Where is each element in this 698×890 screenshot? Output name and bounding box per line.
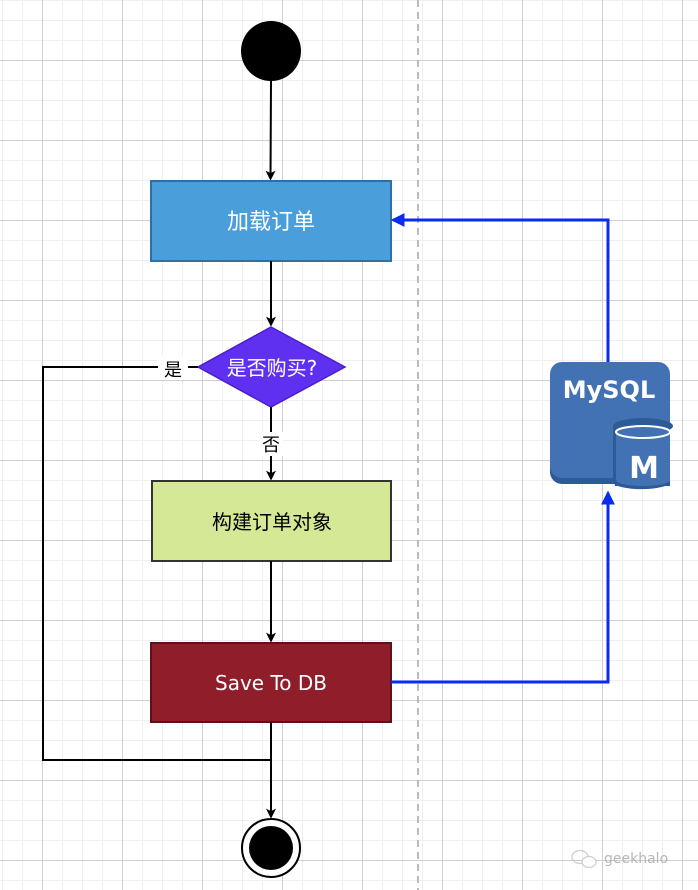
no-label-bg: [259, 432, 283, 456]
edge-yes-branch: [42, 366, 271, 761]
build-order-node[interactable]: 构建订单对象: [151, 480, 392, 562]
wechat-icon: [571, 849, 597, 869]
watermark-text: geekhalo: [604, 851, 668, 867]
yes-label: 是: [164, 360, 182, 381]
edge-mysql-to-load: [390, 213, 610, 362]
watermark: geekhalo: [571, 849, 668, 869]
end-node[interactable]: [241, 818, 301, 878]
no-label: 否: [262, 435, 280, 456]
save-db-label: Save To DB: [215, 671, 327, 695]
edge-save-to-mysql: [391, 490, 615, 684]
mysql-badge: M: [629, 451, 659, 486]
cylinder-icon: M: [613, 418, 673, 490]
load-order-node[interactable]: 加载订单: [150, 180, 392, 262]
edge-start-to-load: [265, 80, 276, 181]
decision-label: 是否购买?: [227, 356, 318, 380]
build-order-label: 构建订单对象: [212, 510, 332, 534]
mysql-database-icon[interactable]: MySQL M: [550, 362, 673, 490]
load-order-label: 加载订单: [227, 210, 315, 235]
mysql-title: MySQL: [563, 376, 656, 404]
decision-node[interactable]: 是否购买?: [196, 326, 347, 408]
start-node[interactable]: [241, 21, 301, 81]
yes-label-bg: [158, 356, 188, 380]
save-db-node[interactable]: Save To DB: [150, 642, 392, 723]
